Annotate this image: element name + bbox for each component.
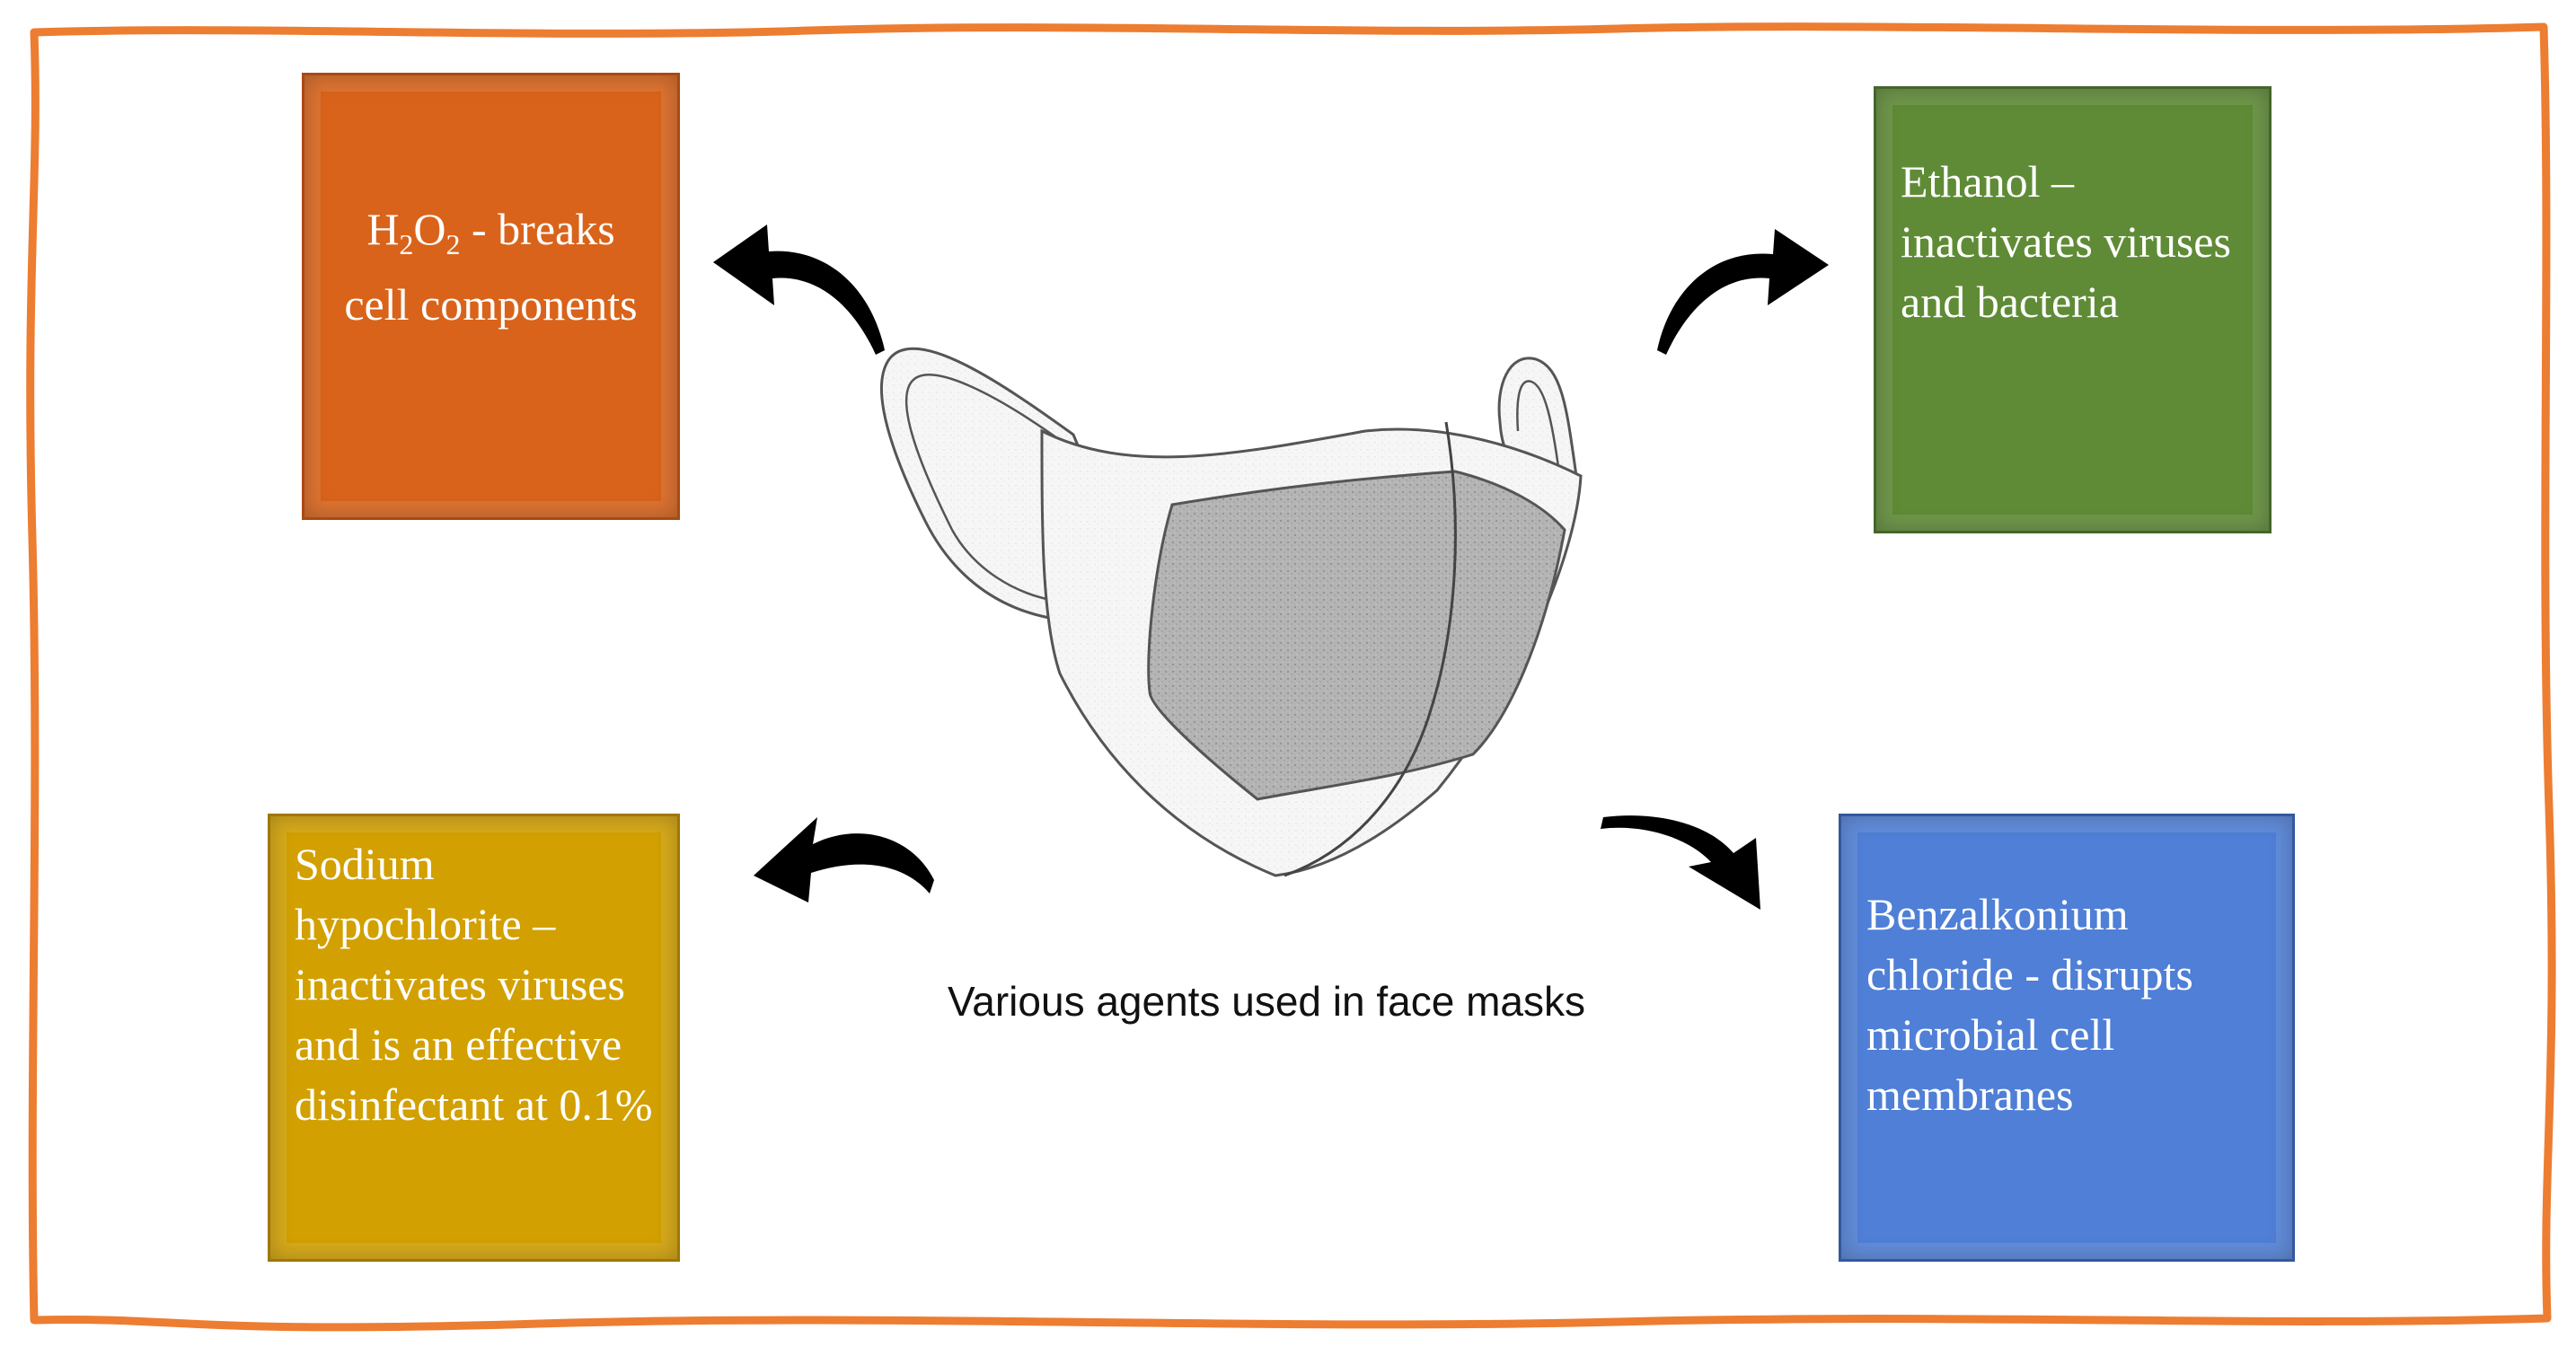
- curved-arrow-to-benzalkonium-icon: [1601, 815, 1760, 910]
- h2o2-subscript-2: 2: [446, 228, 461, 260]
- h2o2-text: H2O2 - breaks cell components: [304, 75, 677, 517]
- h2o2-line2: cell components: [344, 279, 638, 330]
- sodium-hypochlorite-text: Sodium hypochlorite – inactivates viruse…: [295, 839, 653, 1130]
- curved-arrow-to-ethanol-icon: [1657, 229, 1829, 355]
- curved-arrow-to-h2o2-icon: [713, 225, 885, 355]
- h2o2-subscript-1: 2: [399, 228, 414, 260]
- h2o2-box: H2O2 - breaks cell components: [302, 73, 680, 520]
- benzalkonium-chloride-text: Benzalkonium chloride - disrupts microbi…: [1866, 889, 2193, 1120]
- benzalkonium-chloride-box: Benzalkonium chloride - disrupts microbi…: [1839, 814, 2295, 1262]
- ethanol-text: Ethanol – inactivates viruses and bacter…: [1901, 156, 2231, 327]
- diagram-caption: Various agents used in face masks: [948, 978, 1585, 1025]
- h2o2-formula-o: O: [413, 204, 446, 254]
- face-mask-icon: [880, 347, 1583, 877]
- h2o2-line1-rest: - breaks: [460, 204, 615, 254]
- curved-arrow-to-sodium-icon: [754, 817, 934, 903]
- sodium-hypochlorite-box: Sodium hypochlorite – inactivates viruse…: [268, 814, 680, 1262]
- h2o2-formula-h: H: [366, 204, 400, 254]
- ethanol-box: Ethanol – inactivates viruses and bacter…: [1874, 86, 2272, 533]
